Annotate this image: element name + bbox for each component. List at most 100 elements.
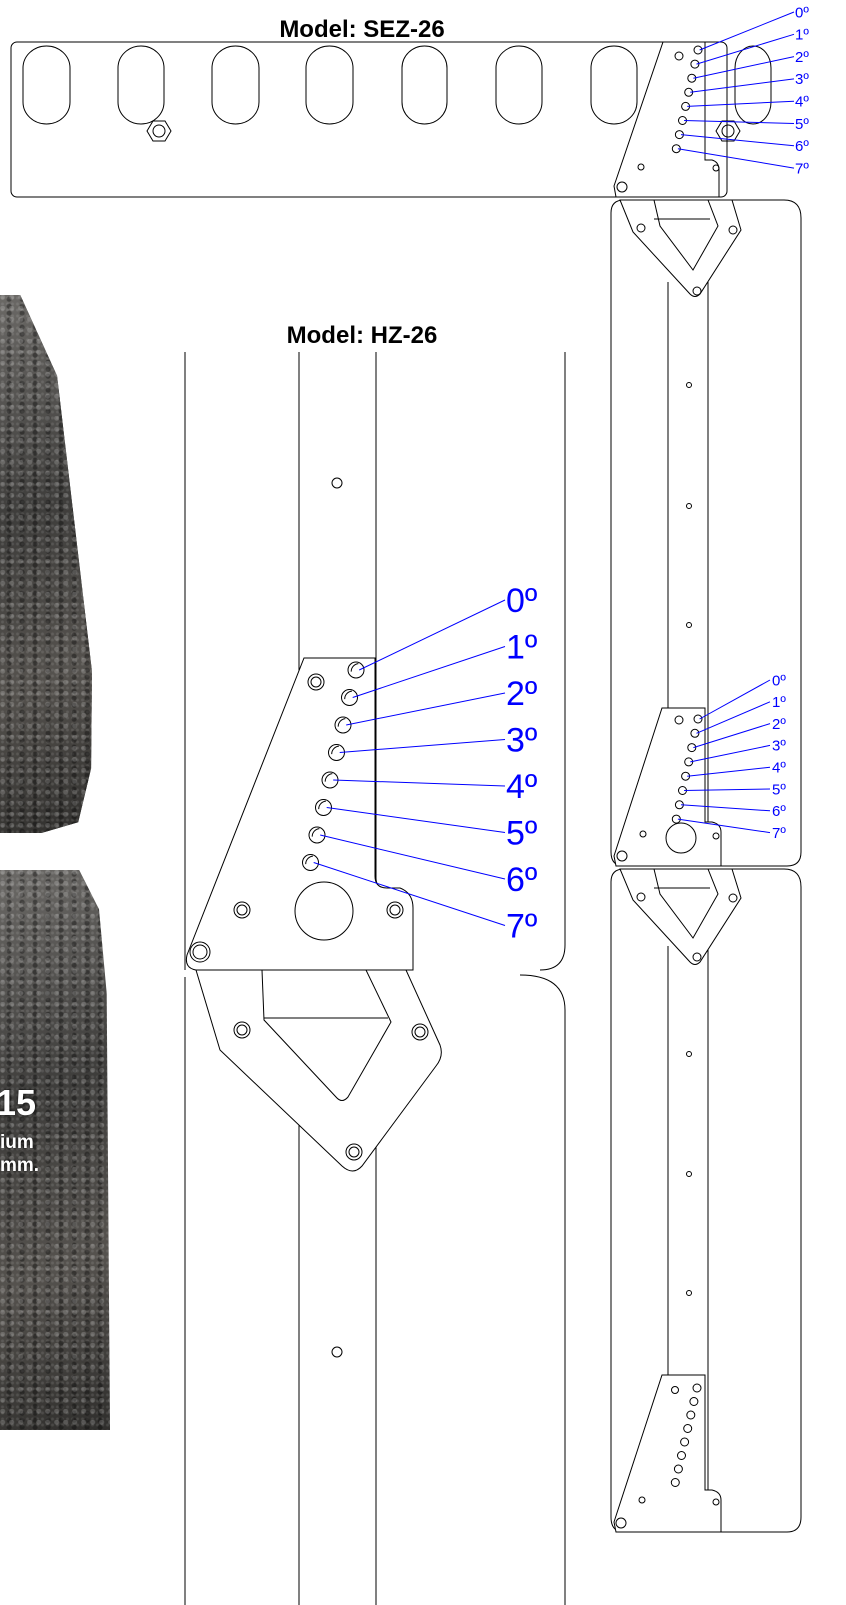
cabinet-edge — [519, 974, 566, 1605]
slot — [305, 45, 354, 125]
angle-hole — [683, 1424, 693, 1433]
angle-hole — [334, 716, 352, 734]
bracket-hole-inner — [389, 904, 401, 916]
hz-model-title: Model: HZ-26 — [287, 322, 438, 349]
angle-hole — [690, 59, 700, 69]
right-cabinet-lower — [610, 868, 802, 1533]
angle-hole — [673, 1464, 683, 1474]
bracket-large-hole — [294, 881, 354, 941]
angle-hole — [686, 1410, 696, 1420]
angle-label: 0º — [772, 672, 786, 689]
angle-label: 6º — [772, 803, 786, 820]
angle-leader — [339, 739, 506, 753]
link-pin — [728, 893, 738, 903]
angle-label: 1º — [772, 694, 786, 711]
angle-leader — [333, 779, 506, 787]
bracket-hole — [189, 941, 211, 963]
link-cutout — [653, 868, 719, 939]
slot — [22, 45, 71, 125]
angle-leader — [346, 692, 506, 726]
rail-hole — [686, 1171, 692, 1177]
angle-label: 2º — [795, 49, 809, 66]
angle-hole-mark — [344, 690, 352, 700]
rail-hole — [686, 503, 692, 509]
angle-leader — [690, 78, 795, 93]
angle-label: 7º — [795, 160, 809, 177]
angle-label: 4º — [795, 93, 809, 110]
angle-label: 5º — [506, 814, 537, 852]
mid-angle-holes — [671, 714, 703, 824]
sez-model-title: Model: SEZ-26 — [279, 16, 444, 43]
angle-label: 2º — [506, 675, 537, 713]
bracket-hole — [615, 1517, 627, 1529]
angle-hole — [347, 661, 365, 679]
rail-hole — [331, 1346, 343, 1358]
rail-line — [375, 352, 396, 889]
angle-label: 3º — [772, 738, 786, 755]
angle-hole — [687, 743, 697, 753]
angle-label: 3º — [506, 721, 537, 759]
bottom-angle-holes — [670, 1383, 702, 1487]
slot — [211, 45, 260, 125]
angle-hole — [693, 45, 703, 55]
angle-label: 7º — [506, 907, 537, 945]
rail-hole — [686, 1290, 692, 1296]
angle-hole — [689, 1397, 699, 1406]
link-pin — [411, 1023, 429, 1041]
bracket-hole — [671, 1386, 679, 1394]
photo-panel-bottom: 15 ium mm. — [0, 870, 110, 1430]
sez-bracket-plate — [613, 41, 720, 198]
angle-leader — [693, 723, 771, 749]
bracket-hole — [712, 164, 720, 172]
rail-hole — [686, 622, 692, 628]
angle-leader — [677, 818, 771, 834]
right-bracket-bottom — [613, 1374, 722, 1533]
angle-hole-mark — [350, 663, 359, 672]
bracket-hole — [639, 830, 647, 838]
slot — [401, 45, 448, 125]
slot — [495, 45, 543, 125]
hex-nut-right — [715, 120, 741, 142]
cabinet-edge — [539, 352, 566, 971]
angle-leader — [684, 120, 795, 124]
link-pin — [345, 1143, 363, 1161]
angle-hole-mark — [305, 855, 313, 865]
angle-leader — [313, 862, 506, 926]
angle-label: 0º — [506, 582, 537, 620]
angle-leader — [687, 766, 771, 777]
angle-leader — [320, 834, 506, 880]
bracket-hole — [674, 51, 684, 61]
link-pin — [233, 1021, 251, 1039]
rail-hole — [686, 382, 692, 388]
bracket-hole — [616, 181, 628, 193]
hz-assembly — [184, 352, 566, 1605]
bracket-hole-inner — [310, 676, 322, 688]
angle-leader — [699, 679, 771, 720]
sez-bar-outline — [10, 41, 728, 198]
angle-leader — [326, 807, 506, 833]
right-link-top — [619, 199, 742, 297]
angle-hole-mark — [318, 800, 326, 810]
rail-hole — [331, 477, 343, 489]
angle-hole — [677, 1451, 686, 1460]
angle-leader — [693, 56, 795, 79]
angle-label: 3º — [795, 71, 809, 88]
angle-leader — [696, 33, 795, 65]
angle-label: 4º — [772, 759, 786, 776]
link-pin — [636, 892, 646, 902]
link-pin-inner — [236, 1024, 248, 1036]
bracket-hole — [616, 850, 628, 862]
right-bracket-mid — [613, 707, 722, 867]
bracket-hole — [674, 715, 684, 725]
textured-surface — [0, 870, 110, 1430]
bracket-hole — [638, 1496, 646, 1504]
bracket-hole — [712, 1498, 720, 1506]
link-pin — [692, 286, 702, 296]
angle-leader — [687, 100, 795, 107]
link-pin — [636, 223, 646, 233]
bracket-hole — [233, 901, 251, 919]
angle-hole — [690, 728, 700, 738]
right-column-assembly — [610, 199, 802, 1533]
